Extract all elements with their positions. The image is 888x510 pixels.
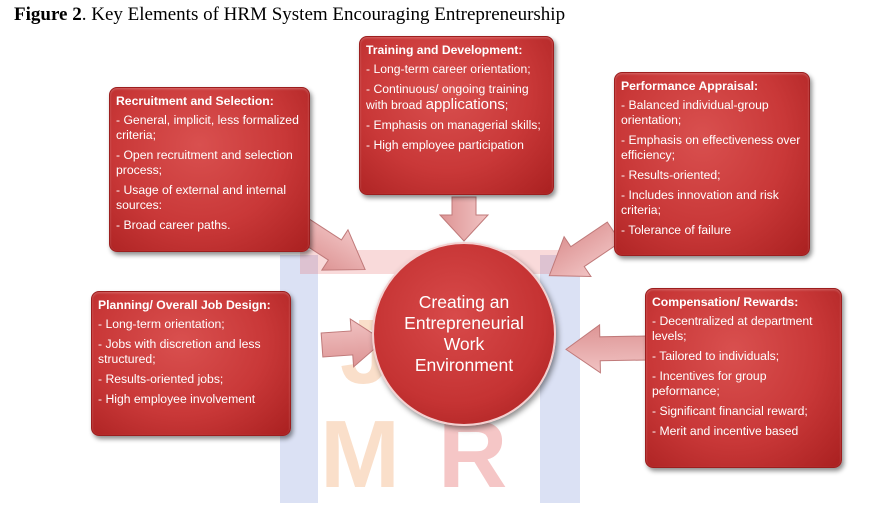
figure-label: Figure 2 (14, 4, 82, 25)
list-item: - Continuous/ ongoing training with broa… (366, 82, 545, 113)
arrow-down (438, 196, 490, 242)
list-item: - Usage of external and internal sources… (116, 183, 287, 212)
box-title: Training and Development: (366, 43, 523, 57)
list-item: - Balanced individual-group orientation; (621, 98, 769, 127)
box-recruitment-selection: Recruitment and Selection: - General, im… (109, 87, 310, 252)
arrow-left-lower (565, 323, 647, 374)
list-item: - Includes innovation and risk criteria; (621, 188, 779, 217)
list-item-text: - Continuous/ ongoing training with broa… (366, 82, 529, 112)
box-title: Planning/ Overall Job Design: (98, 298, 271, 312)
figure-caption: . Key Elements of HRM System Encouraging… (81, 4, 566, 25)
list-item: - Long-term orientation; (98, 317, 225, 331)
arrow-left-down (548, 221, 622, 278)
list-item: - Tailored to individuals; (652, 349, 780, 363)
center-circle: Creating an Entrepreneurial Work Environ… (372, 242, 556, 426)
list-item: - Open recruitment and selection process… (116, 148, 293, 177)
list-item: - High employee participation (366, 138, 524, 152)
box-title: Compensation/ Rewards: (652, 295, 799, 309)
center-line: Environment (414, 355, 514, 375)
list-item: - Emphasis on effectiveness over efficie… (621, 133, 801, 162)
list-item: - Decentralized at department levels; (652, 314, 813, 343)
box-compensation-rewards: Compensation/ Rewards: - Decentralized a… (645, 288, 842, 468)
list-item: - General, implicit, less formalized cri… (116, 113, 299, 142)
list-item-emphasis: applications (425, 96, 505, 113)
list-item: - Long-term career orientation; (366, 62, 531, 76)
box-performance-appraisal: Performance Appraisal: - Balanced indivi… (614, 72, 810, 256)
box-title: Performance Appraisal: (621, 79, 759, 93)
list-item: - Merit and incentive based (652, 424, 799, 438)
list-item-suffix: ; (504, 98, 509, 112)
list-item: - Jobs with discretion and less structur… (98, 337, 261, 366)
list-item: - Incentives for group peformance; (652, 369, 767, 398)
list-item: - Significant financial reward; (652, 404, 808, 418)
box-planning-job-design: Planning/ Overall Job Design: - Long-ter… (91, 291, 291, 436)
box-training-development: Training and Development: - Long-term ca… (359, 36, 554, 195)
box-title: Recruitment and Selection: (116, 94, 274, 108)
list-item: - Emphasis on managerial skills; (366, 118, 541, 132)
watermark-letter-m: M (320, 401, 400, 508)
figure-title: Figure 2. Key Elements of HRM System Enc… (14, 4, 565, 26)
list-item: - Results-oriented jobs; (98, 372, 224, 386)
center-line: Work (443, 334, 485, 354)
list-item: - Broad career paths. (116, 218, 231, 232)
list-item: - Tolerance of failure (621, 223, 732, 237)
arrow-right-lower (320, 318, 385, 368)
center-line: Creating an (418, 292, 510, 312)
list-item: - Results-oriented; (621, 168, 721, 182)
center-line: Entrepreneurial (404, 313, 524, 333)
list-item: - High employee involvement (98, 392, 256, 406)
